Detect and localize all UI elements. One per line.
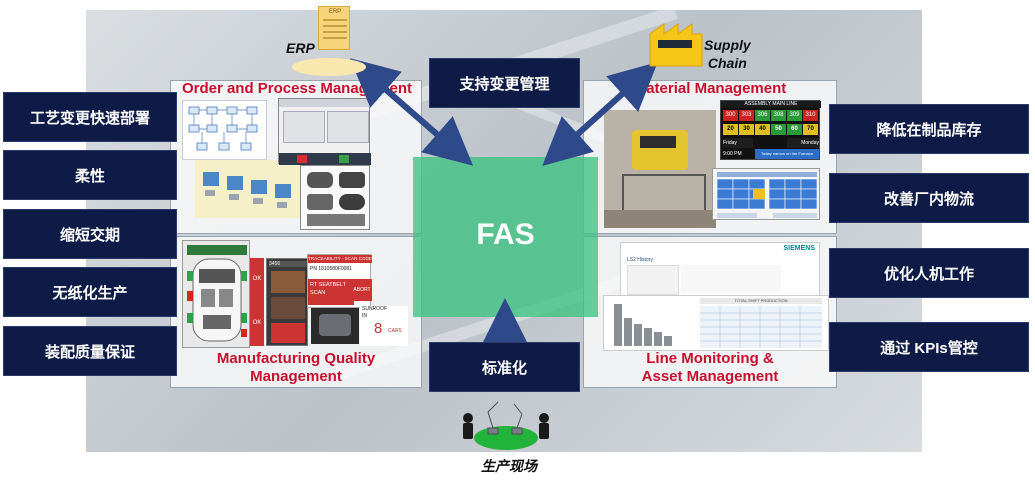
monitoring-title-line2: Asset Management xyxy=(641,368,779,385)
parts-screen-thumbnail xyxy=(300,165,370,230)
car-layout-screen xyxy=(182,240,250,348)
scan-label: SCAN xyxy=(310,290,326,296)
arrow-from-erp xyxy=(366,71,474,166)
ok-label-1: OK xyxy=(252,276,262,282)
monitoring-title-line1: Line Monitoring & xyxy=(646,350,774,367)
board-monday: Monday xyxy=(787,138,819,148)
left-label-quality: 装配质量保证 xyxy=(3,326,177,376)
sunroof-count: 8 xyxy=(374,320,383,337)
arrow-from-supply xyxy=(542,75,643,167)
right-label-kpi: 通过 KPIs管控 xyxy=(829,322,1029,372)
production-chart-screen: TOTAL SHIFT PRODUCTION xyxy=(603,295,829,351)
traceability-pn: PN 1810580F0081 xyxy=(310,266,352,272)
board-code: 303 xyxy=(739,110,754,121)
sunroof-counter: SUNROOF IN 8 CARS xyxy=(360,306,408,346)
supply-chain-line2: Chain xyxy=(707,55,747,71)
assembly-line-graphic xyxy=(203,172,291,208)
history-label: LS2 History xyxy=(627,257,653,263)
board-code: 310 xyxy=(803,110,818,121)
standardization-box: 标准化 xyxy=(429,342,580,392)
board-code-row: 300 303 306 308 309 310 xyxy=(723,110,819,122)
board-num: 20 xyxy=(723,124,738,135)
ok-panel: OK OK xyxy=(250,258,264,346)
station-code: 3456 xyxy=(269,261,307,267)
board-code: 308 xyxy=(771,110,786,121)
left-label-lead-time: 缩短交期 xyxy=(3,209,177,259)
erp-doc-label: ERP xyxy=(328,9,342,15)
quadrant-title-material: Material Management xyxy=(633,80,787,97)
left-label-process-change: 工艺变更快速部署 xyxy=(3,92,177,142)
production-table-grid xyxy=(700,306,822,348)
sunroof-photo xyxy=(311,308,359,344)
quality-title-line1: Manufacturing Quality xyxy=(216,350,376,367)
assembly-line-render xyxy=(195,160,305,218)
traceability-screen: TRACEABILITY - SCAN CODE PN 1810580F0081… xyxy=(307,254,372,308)
shop-floor-label: 生产现场 xyxy=(481,458,537,474)
ok-label-2: OK xyxy=(252,320,262,326)
board-header: ASSEMBLY MAIN LINE xyxy=(721,101,821,108)
seatbelt-label: RT SEATBELT xyxy=(310,282,346,288)
board-friday: Friday xyxy=(723,138,753,148)
production-table-header: TOTAL SHIFT PRODUCTION xyxy=(700,298,822,304)
board-num: 60 xyxy=(787,124,802,135)
fas-label: FAS xyxy=(476,218,535,251)
left-label-paperless: 无纸化生产 xyxy=(3,267,177,317)
siemens-brand: SIEMENS xyxy=(783,245,815,252)
shop-floor-graphic xyxy=(463,401,549,450)
abort-button[interactable]: ABORT xyxy=(352,279,372,301)
board-num-row: 20 30 40 50 60 70 xyxy=(723,124,819,136)
car-layout-graphic xyxy=(187,245,247,342)
change-management-box: 支持变更管理 xyxy=(429,58,580,108)
board-num: 70 xyxy=(803,124,818,135)
supply-chain-label: Supply Chain xyxy=(704,36,751,72)
cars-label: CARS xyxy=(388,328,402,334)
sunroof-label: SUNROOF xyxy=(362,306,387,312)
history-report-screen: SIEMENS LS2 History xyxy=(620,242,820,296)
assembly-line-board: ASSEMBLY MAIN LINE 300 303 306 308 309 3… xyxy=(720,100,821,160)
board-banner: Today narrow on the Furnace xyxy=(755,149,819,159)
erp-label: ERP xyxy=(286,40,315,56)
material-grid-graphic xyxy=(716,172,818,218)
erp-base-icon xyxy=(292,58,366,76)
erp-document-icon: ERP xyxy=(318,6,350,50)
supply-chain-line1: Supply xyxy=(704,37,751,53)
seatbelt-scan-block: RT SEATBELT SCAN xyxy=(308,279,354,305)
right-label-human-machine: 优化人机工作 xyxy=(829,248,1029,298)
production-bar-chart xyxy=(614,304,672,346)
board-num: 30 xyxy=(739,124,754,135)
left-label-flexibility: 柔性 xyxy=(3,150,177,200)
board-time1: 9:00 PM xyxy=(723,151,742,157)
factory-icon xyxy=(646,12,706,70)
factory-icon-graphic xyxy=(649,23,703,67)
quadrant-title-monitoring: Line Monitoring & Asset Management xyxy=(588,350,832,386)
process-flow-graphic xyxy=(188,106,258,151)
agv-cart-photo xyxy=(604,110,716,228)
sunroof-in-label: IN xyxy=(362,313,367,319)
process-flow-thumbnail xyxy=(182,100,267,160)
board-num: 50 xyxy=(771,124,786,135)
traceability-header: TRACEABILITY - SCAN CODE xyxy=(308,255,372,263)
right-label-wip: 降低在制品库存 xyxy=(829,104,1029,154)
right-label-logistics: 改善厂内物流 xyxy=(829,173,1029,223)
quadrant-title-quality: Manufacturing Quality Management xyxy=(175,350,417,386)
quality-title-line2: Management xyxy=(250,368,342,385)
board-num: 40 xyxy=(755,124,770,135)
board-code: 300 xyxy=(723,110,738,121)
board-code: 309 xyxy=(787,110,802,121)
board-code: 306 xyxy=(755,110,770,121)
material-grid-screen xyxy=(712,168,820,220)
shop-floor-icon xyxy=(458,392,554,452)
order-screen-thumbnail xyxy=(278,98,371,165)
fas-center-block xyxy=(413,157,598,317)
